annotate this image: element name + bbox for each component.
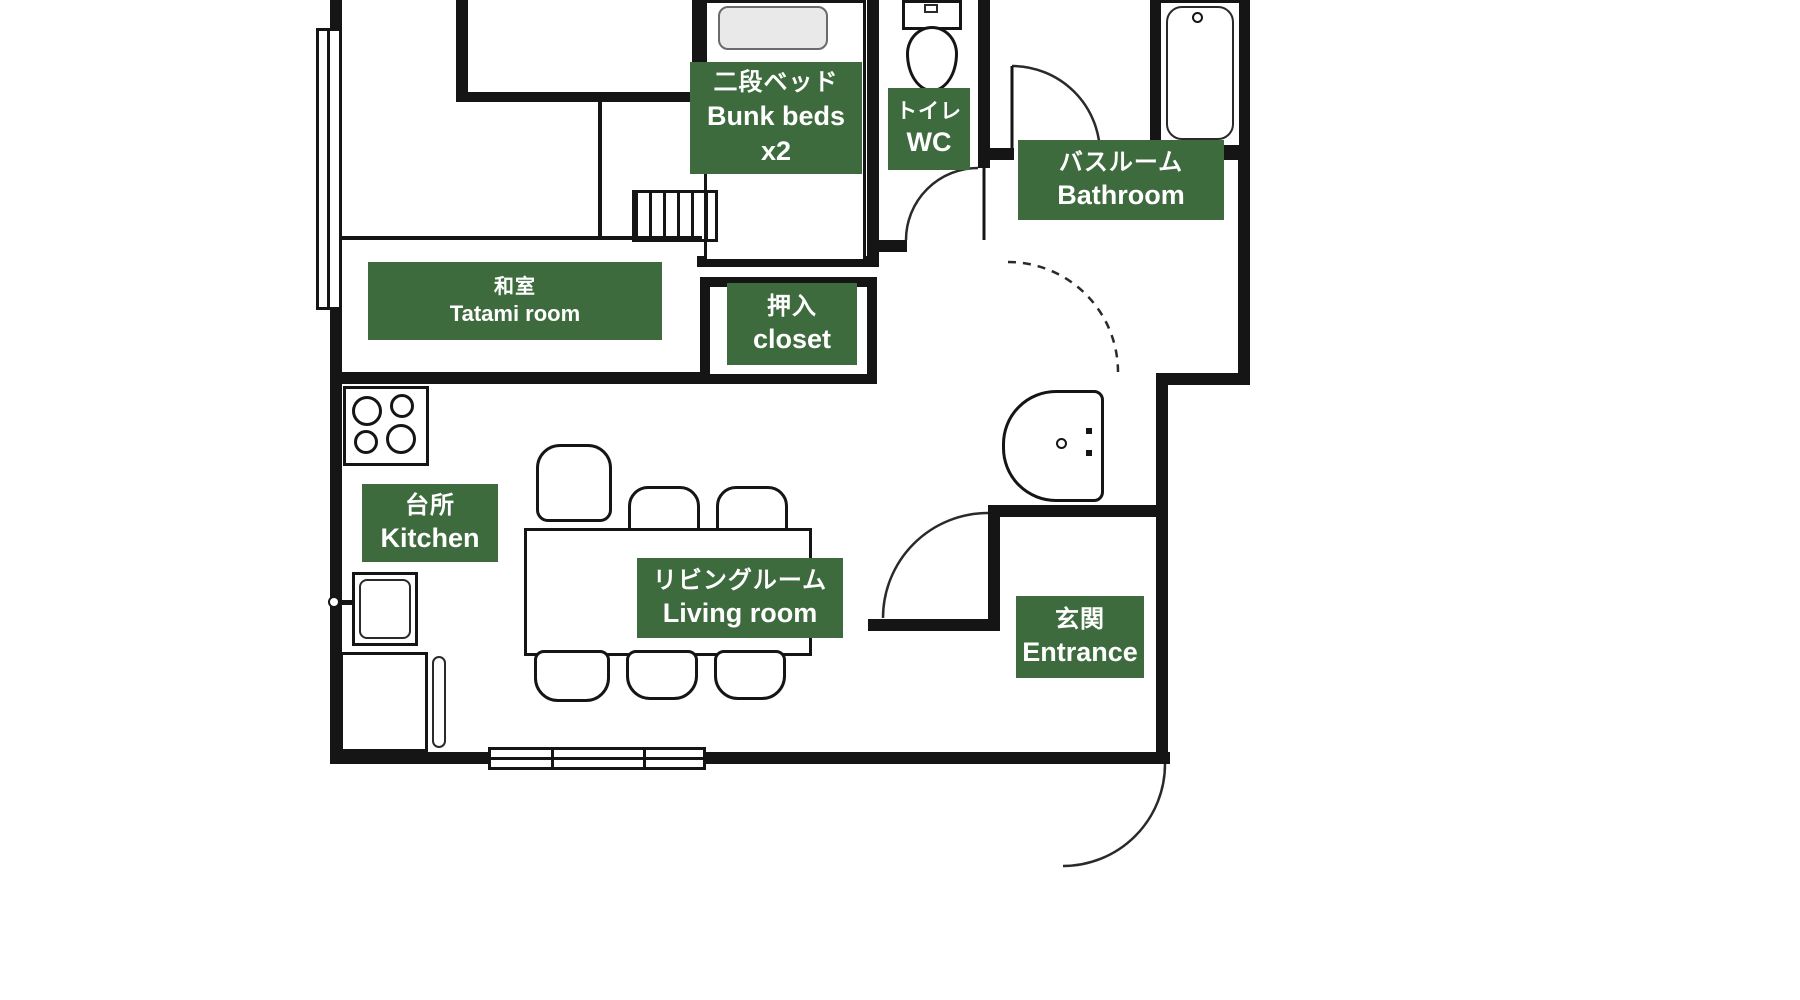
window-left-midline bbox=[327, 31, 330, 307]
wall-closet-top bbox=[700, 277, 877, 287]
refrigerator-door bbox=[432, 656, 446, 748]
label-living-room-jp: リビングルーム bbox=[652, 566, 828, 594]
wall-washroom-bottom bbox=[988, 505, 1168, 517]
window-bottom-divider-1 bbox=[551, 750, 554, 767]
washbasin bbox=[1002, 390, 1104, 502]
label-entrance-en: Entrance bbox=[1022, 637, 1138, 668]
label-wc: トイレ WC bbox=[888, 88, 970, 170]
wall-tatami-bottom bbox=[330, 372, 702, 384]
washbasin-handle-top bbox=[1086, 428, 1092, 434]
chair-bottom-3 bbox=[714, 650, 786, 700]
wall-alcove-vertical bbox=[456, 0, 468, 102]
label-tatami-room: 和室 Tatami room bbox=[368, 262, 662, 340]
wall-entrance-left bbox=[988, 505, 1000, 631]
refrigerator bbox=[340, 652, 428, 752]
faucet-knob bbox=[328, 596, 340, 608]
label-entrance-jp: 玄関 bbox=[1055, 605, 1105, 633]
washbasin-drain bbox=[1056, 438, 1067, 449]
washroom-door-arc bbox=[1007, 260, 1120, 373]
bed-pillow bbox=[718, 6, 828, 50]
label-tatami-room-jp: 和室 bbox=[494, 275, 536, 298]
toilet-flush-button bbox=[924, 4, 938, 13]
stove-burner-1 bbox=[352, 396, 382, 426]
window-bottom-divider-2 bbox=[643, 750, 646, 767]
stove-burner-2 bbox=[390, 394, 414, 418]
label-bunk-beds-en: Bunk beds bbox=[706, 100, 846, 131]
wall-living-entrance bbox=[868, 619, 1000, 631]
label-closet-jp: 押入 bbox=[767, 292, 817, 320]
label-bunk-beds-count: x2 bbox=[760, 135, 792, 166]
kitchen-sink-basin bbox=[359, 579, 411, 639]
toilet-door-arc bbox=[904, 166, 979, 241]
window-bottom-midline bbox=[491, 757, 703, 760]
tatami-mat-line-horizontal bbox=[342, 236, 702, 240]
bathtub-drain bbox=[1192, 12, 1203, 23]
label-bunk-beds: 二段ベッド Bunk beds x2 bbox=[690, 62, 862, 174]
bathtub-inner bbox=[1166, 6, 1234, 140]
wall-alcove-horizontal bbox=[456, 92, 702, 102]
stove-burner-3 bbox=[354, 430, 378, 454]
label-bathroom: バスルーム Bathroom bbox=[1018, 140, 1224, 220]
label-kitchen-jp: 台所 bbox=[405, 491, 455, 519]
wall-right-lower bbox=[1156, 373, 1168, 764]
toilet-bowl bbox=[906, 26, 958, 92]
label-closet: 押入 closet bbox=[727, 283, 857, 365]
stove bbox=[343, 386, 429, 466]
label-tatami-room-en: Tatami room bbox=[449, 300, 581, 326]
label-wc-jp: トイレ bbox=[896, 99, 962, 123]
wall-right-connector bbox=[1156, 373, 1250, 385]
tatami-mat-line-vertical bbox=[598, 102, 602, 236]
label-bunk-beds-jp: 二段ベッド bbox=[713, 69, 839, 97]
label-living-room-en: Living room bbox=[662, 598, 818, 629]
wall-bottom-outer bbox=[330, 752, 1170, 764]
wall-toilet-bottom-stub bbox=[879, 240, 907, 252]
chair-bottom-2 bbox=[626, 650, 698, 700]
label-closet-en: closet bbox=[752, 324, 832, 355]
wall-toilet-right bbox=[978, 0, 990, 168]
bunk-bed-ladder bbox=[632, 190, 718, 242]
label-kitchen: 台所 Kitchen bbox=[362, 484, 498, 562]
label-kitchen-en: Kitchen bbox=[380, 523, 480, 554]
wall-bed-toilet-divider bbox=[867, 0, 879, 256]
label-entrance: 玄関 Entrance bbox=[1016, 596, 1144, 678]
wall-closet-left bbox=[700, 277, 710, 384]
wall-closet-bottom bbox=[700, 374, 877, 384]
wall-closet-right bbox=[867, 277, 877, 384]
washbasin-handle-bottom bbox=[1086, 450, 1092, 456]
faucet-arm bbox=[334, 600, 354, 605]
stove-burner-4 bbox=[386, 424, 416, 454]
chair-bottom-1 bbox=[534, 650, 610, 702]
label-wc-en: WC bbox=[906, 127, 952, 158]
label-living-room: リビングルーム Living room bbox=[637, 558, 843, 638]
hall-door-arc bbox=[881, 511, 989, 619]
chair-top-1 bbox=[536, 444, 612, 522]
wall-bathroom-left-stub bbox=[990, 148, 1014, 160]
front-door-arc bbox=[1062, 763, 1167, 868]
label-bathroom-en: Bathroom bbox=[1057, 180, 1185, 211]
label-bathroom-jp: バスルーム bbox=[1058, 148, 1184, 176]
